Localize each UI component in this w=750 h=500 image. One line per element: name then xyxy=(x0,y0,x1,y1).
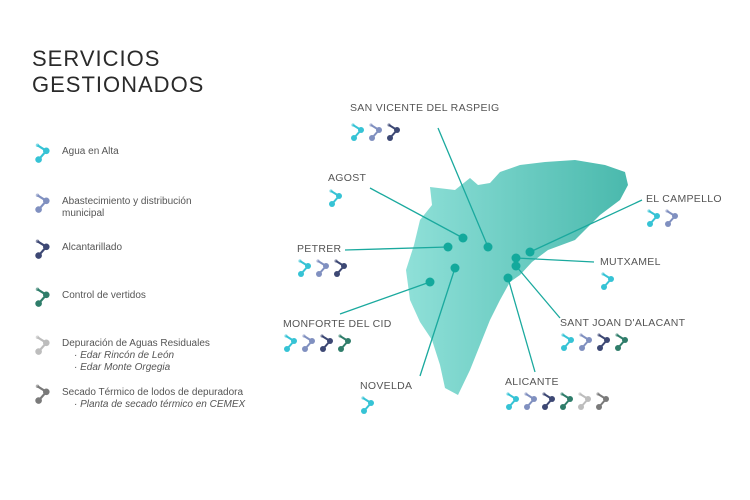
abast-service-icon xyxy=(35,193,50,213)
legend-label: Secado Térmico de lodos de depuradora xyxy=(62,387,244,398)
legend-item-depur: Depuración de Aguas Residuales· Edar Rin… xyxy=(34,334,210,374)
agua-service-icon xyxy=(351,123,364,141)
legend-sub-item: · Edar Rincón de León xyxy=(74,350,175,361)
agua-service-icon xyxy=(601,272,614,290)
abast-service-icon xyxy=(302,334,315,352)
legend-label: Alcantarillado xyxy=(62,242,123,253)
city-marker-novelda xyxy=(450,263,460,273)
agua-service-icon xyxy=(298,259,311,277)
city-label-el-campello: EL CAMPELLO xyxy=(646,193,722,205)
city-label-san-vicente-del-raspeig: SAN VICENTE DEL RASPEIG xyxy=(350,102,500,114)
title-line-1: SERVICIOS xyxy=(32,46,161,71)
leader-line-agost xyxy=(369,187,464,239)
control-service-icon xyxy=(35,287,50,307)
legend-item-alcant: Alcantarillado xyxy=(34,238,122,260)
title-line-2: GESTIONADOS xyxy=(32,72,205,97)
legend-item-control: Control de vertidos xyxy=(34,286,146,308)
leader-line-sant-joan-d-alacant xyxy=(515,265,561,319)
control-service-icon xyxy=(560,392,573,410)
depur-service-icon xyxy=(578,392,591,410)
leader-line-san-vicente-del-raspeig xyxy=(437,127,489,248)
legend-text: Control de vertidos xyxy=(62,290,146,302)
city-label-alicante: ALICANTE xyxy=(505,376,559,388)
abast-service-icon xyxy=(524,392,537,410)
agua-service-icon xyxy=(647,209,660,227)
legend-text: Alcantarillado xyxy=(62,242,122,254)
alcant-service-icon xyxy=(334,259,347,277)
city-services-sant-joan-d-alacant xyxy=(560,332,630,352)
secado-service-icon xyxy=(596,392,609,410)
city-services-novelda xyxy=(360,395,376,415)
agua-service-icon xyxy=(561,333,574,351)
legend-label: Abastecimiento y distribución municipal xyxy=(62,196,192,219)
control-service-icon xyxy=(615,333,628,351)
city-services-alicante xyxy=(505,391,611,411)
abast-service-icon xyxy=(369,123,382,141)
leader-line-el-campello xyxy=(529,199,643,253)
city-services-agost xyxy=(328,188,344,208)
legend-label: Depuración de Aguas Residuales xyxy=(62,338,210,349)
city-label-agost: AGOST xyxy=(328,172,367,184)
legend-label: Agua en Alta xyxy=(62,146,119,157)
city-marker-monforte-del-cid xyxy=(425,277,435,287)
city-services-mutxamel xyxy=(600,271,616,291)
city-label-sant-joan-d-alacant: SANT JOAN D'ALACANT xyxy=(560,317,686,329)
leader-line-alicante xyxy=(507,277,536,373)
legend-item-secado: Secado Térmico de lodos de depuradora· P… xyxy=(34,383,245,411)
alcant-service-icon xyxy=(35,239,50,259)
secado-service-icon xyxy=(35,384,50,404)
city-services-san-vicente-del-raspeig xyxy=(350,122,402,142)
legend-item-agua: Agua en Alta xyxy=(34,142,119,164)
legend-text: Abastecimiento y distribución municipal xyxy=(62,196,202,220)
legend-label: Control de vertidos xyxy=(62,290,146,301)
alcant-service-icon xyxy=(387,123,400,141)
alcant-service-icon xyxy=(542,392,555,410)
legend-sub-item: · Edar Monte Orgegia xyxy=(74,362,171,373)
city-label-petrer: PETRER xyxy=(297,243,342,255)
city-label-mutxamel: MUTXAMEL xyxy=(600,256,661,268)
abast-service-icon xyxy=(316,259,329,277)
city-services-el-campello xyxy=(646,208,680,228)
city-marker-san-vicente-del-raspeig xyxy=(483,242,493,252)
abast-service-icon xyxy=(665,209,678,227)
legend-text: Agua en Alta xyxy=(62,146,119,158)
city-services-monforte-del-cid xyxy=(283,333,353,353)
agua-service-icon xyxy=(35,143,50,163)
alcant-service-icon xyxy=(597,333,610,351)
city-marker-sant-joan-d-alacant xyxy=(511,261,521,271)
agua-service-icon xyxy=(284,334,297,352)
agua-service-icon xyxy=(329,189,342,207)
city-marker-petrer xyxy=(443,242,453,252)
abast-service-icon xyxy=(579,333,592,351)
legend-sub-item: · Planta de secado térmico en CEMEX xyxy=(74,399,246,410)
leader-line-mutxamel xyxy=(515,257,595,263)
city-marker-el-campello xyxy=(525,247,535,257)
city-label-monforte-del-cid: MONFORTE DEL CID xyxy=(283,318,392,330)
leader-line-monforte-del-cid xyxy=(339,281,431,315)
agua-service-icon xyxy=(506,392,519,410)
leader-line-novelda xyxy=(419,267,456,377)
legend-text: Secado Térmico de lodos de depuradora· P… xyxy=(62,387,245,411)
alcant-service-icon xyxy=(320,334,333,352)
control-service-icon xyxy=(338,334,351,352)
legend-item-abast: Abastecimiento y distribución municipal xyxy=(34,192,202,220)
city-label-novelda: NOVELDA xyxy=(360,380,413,392)
agua-service-icon xyxy=(361,396,374,414)
city-marker-agost xyxy=(458,233,468,243)
city-marker-mutxamel xyxy=(511,253,521,263)
legend-text: Depuración de Aguas Residuales· Edar Rin… xyxy=(62,338,210,374)
depur-service-icon xyxy=(35,335,50,355)
region-shape xyxy=(406,160,628,395)
leader-line-petrer xyxy=(344,246,449,251)
city-services-petrer xyxy=(297,258,349,278)
city-marker-alicante xyxy=(503,273,513,283)
